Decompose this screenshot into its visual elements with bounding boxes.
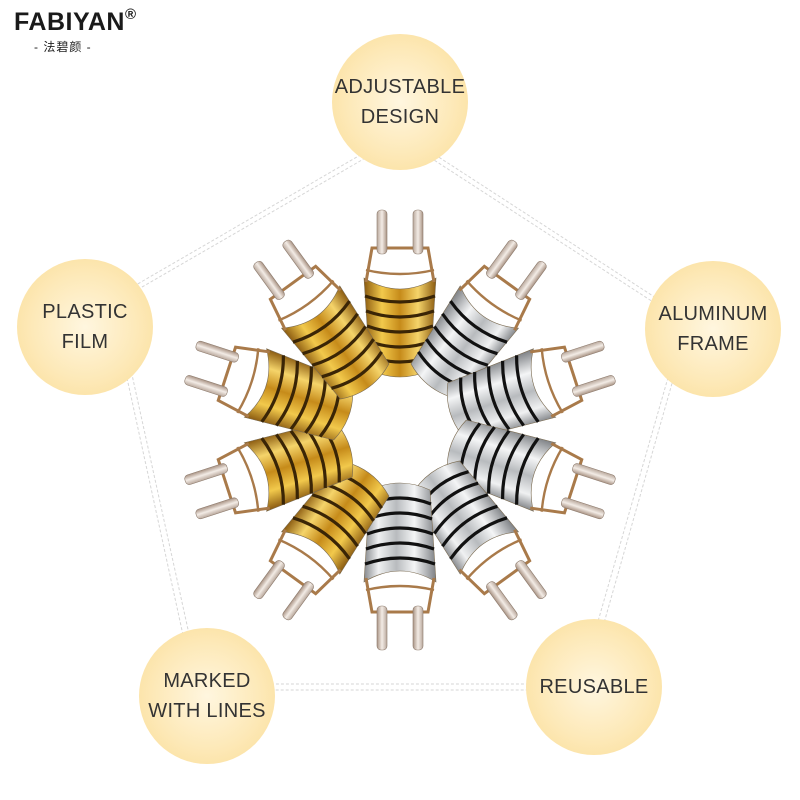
nail-forms-ring bbox=[184, 209, 616, 651]
nail-form-silver bbox=[446, 419, 616, 520]
pentagon-outline bbox=[109, 131, 691, 691]
nail-form-silver bbox=[410, 460, 547, 621]
feature-marked-with-lines: MARKED WITH LINES bbox=[139, 628, 275, 764]
feature-label-marked-with-lines: MARKED WITH LINES bbox=[148, 670, 266, 722]
brand-logo: FABIYAN® - 法碧颜 - bbox=[14, 6, 137, 55]
nail-form-gold bbox=[253, 460, 390, 621]
feature-label-plastic-film: PLASTIC FILM bbox=[42, 301, 128, 353]
registered-mark: ® bbox=[124, 6, 137, 23]
nail-form-gold bbox=[184, 419, 354, 520]
nail-form-gold bbox=[253, 239, 390, 400]
nail-form-silver bbox=[410, 239, 547, 400]
brand-subtitle: - 法碧颜 - bbox=[34, 40, 92, 54]
feature-aluminum-frame: ALUMINUM FRAME bbox=[645, 261, 781, 397]
feature-label-adjustable-design: ADJUSTABLE DESIGN bbox=[334, 76, 466, 128]
feature-adjustable-design: ADJUSTABLE DESIGN bbox=[332, 34, 468, 170]
feature-plastic-film: PLASTIC FILM bbox=[17, 259, 153, 395]
feature-reusable: REUSABLE bbox=[526, 619, 662, 755]
feature-label-reusable: REUSABLE bbox=[539, 676, 649, 698]
feature-label-aluminum-frame: ALUMINUM FRAME bbox=[658, 303, 768, 355]
brand-name: FABIYAN® bbox=[14, 6, 137, 36]
